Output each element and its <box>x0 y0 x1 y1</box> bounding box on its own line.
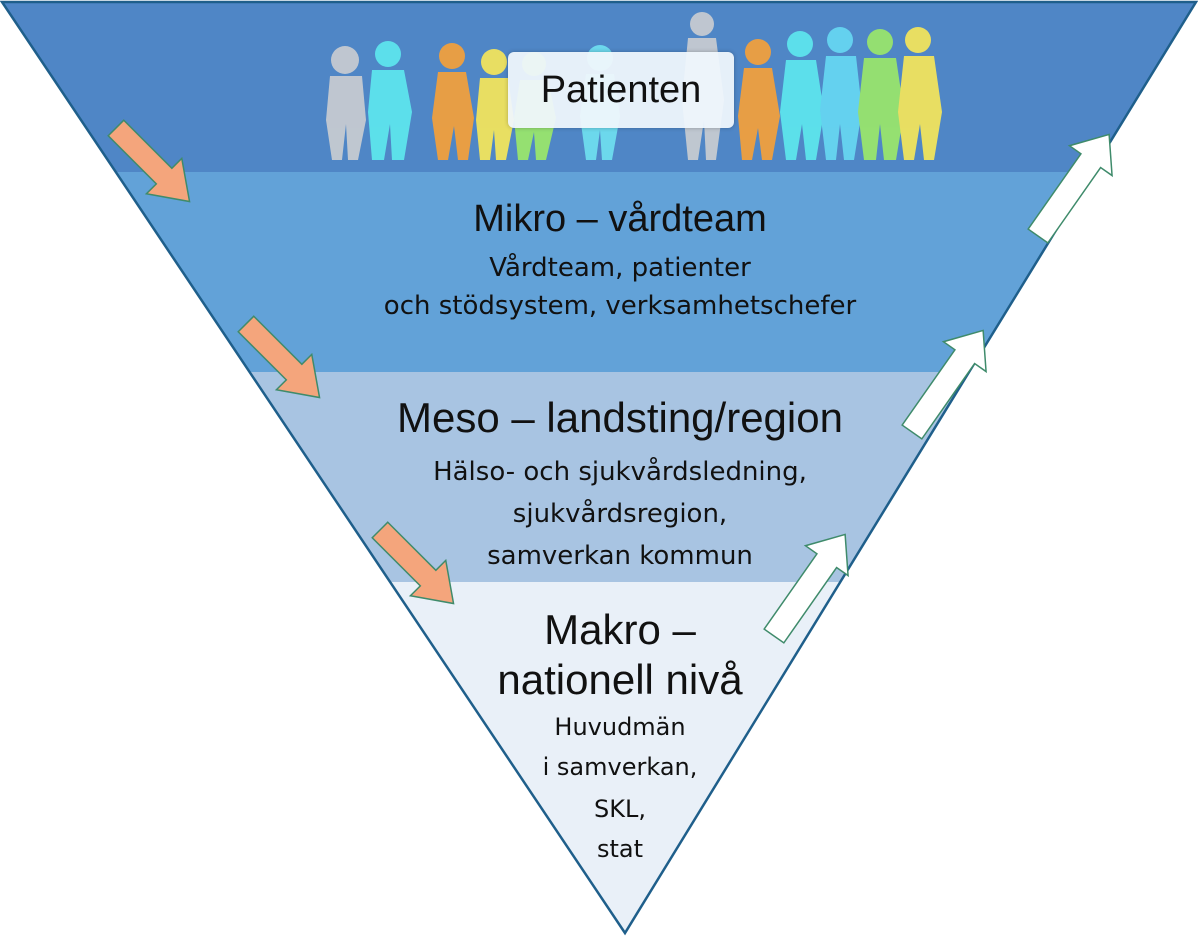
meso-desc-line-2: sjukvårdsregion, <box>512 499 728 529</box>
mikro-title: Mikro – vårdteam <box>473 198 767 240</box>
arrow-down-right-icon <box>371 521 455 605</box>
meso-desc-line-1: Hälso- och sjukvårdsledning, <box>433 457 807 487</box>
meso-title: Meso – landsting/region <box>397 394 843 441</box>
arrow-up-right-icon <box>1027 133 1113 244</box>
makro-desc-line-4: stat <box>596 835 644 863</box>
makro-desc-line-3: SKL, <box>594 795 646 823</box>
makro-title-line-1: Makro – <box>544 606 696 653</box>
patient-label: Patienten <box>540 68 702 111</box>
mikro-desc-line-1: Vårdteam, patienter <box>489 253 751 283</box>
makro-desc-line-2: i samverkan, <box>542 753 698 781</box>
arrow-down-right-icon <box>237 315 321 399</box>
makro-title-line-2: nationell nivå <box>497 656 743 703</box>
mikro-desc-line-2: och stödsystem, verksamhetschefer <box>383 291 857 321</box>
meso-desc-line-3: samverkan kommun <box>487 541 753 571</box>
arrow-down-right-icon <box>107 119 191 203</box>
arrow-up-right-icon <box>901 329 987 440</box>
patient-label-box: Patienten <box>508 52 734 128</box>
makro-desc-line-1: Huvudmän <box>554 713 686 741</box>
people-silhouettes-icon <box>326 12 942 160</box>
arrow-up-right-icon <box>763 533 849 644</box>
